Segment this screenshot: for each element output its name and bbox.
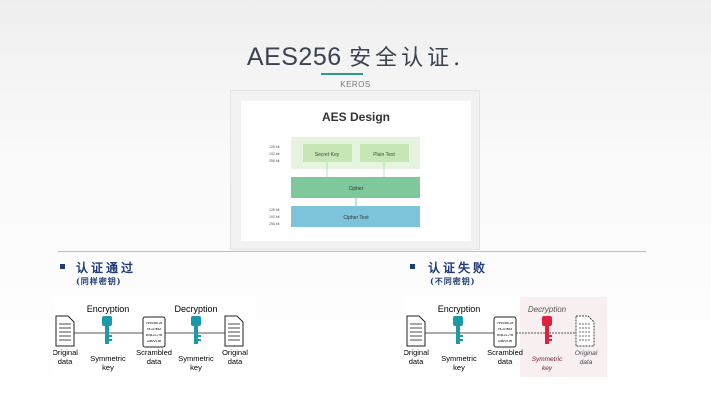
original-data-label-scribbled: data [580, 359, 593, 366]
cipher-text-box [291, 206, 420, 227]
key-icon [453, 316, 463, 344]
scrambled-line: A4B/V/L95 [147, 339, 162, 343]
original-data-label: Original [222, 348, 248, 357]
symmetric-key-label-scribbled: key [542, 365, 553, 372]
failure-subtitle: (不同密钥) [430, 276, 476, 286]
success-title: 认证通过 [76, 261, 137, 275]
encryption-label: Encryption [438, 304, 481, 314]
scrambled-data-label: data [498, 357, 513, 366]
scrambled-data-label: Scrambled [136, 348, 172, 357]
symmetric-key-label: Symmetric [178, 354, 214, 363]
document-icon-scribbled [575, 315, 595, 347]
key-icon [191, 316, 201, 344]
title-accent-line [321, 73, 363, 75]
secret-key-label: Secret Key [315, 152, 340, 158]
symmetric-key-label: Symmetric [90, 354, 126, 363]
secret-key-box [303, 144, 352, 162]
page-title: AES256 安全认证. [0, 40, 711, 72]
decryption-label: Decryption [174, 304, 217, 314]
scrambled-line: T8+A\/B4Z [498, 327, 513, 331]
original-data-label-scribbled: Original [575, 350, 598, 357]
bullet-icon [410, 264, 415, 269]
scrambled-line: R09L2L+YB [497, 333, 513, 337]
cipher-box [291, 177, 420, 198]
scrambled-data-icon [493, 316, 517, 348]
plain-text-label: Plain Text [373, 152, 395, 158]
page-subtitle: KEROS [340, 80, 371, 89]
aes-design-image: AES Design Secret Key Plain Text Cipher … [230, 90, 480, 250]
success-diagram: Original data Encryption Symmetric key Y… [52, 297, 256, 377]
symmetric-key-label: key [190, 363, 202, 372]
document-icon [406, 315, 426, 347]
key-size-128: 128 bit [269, 208, 280, 212]
original-data-label: data [409, 357, 424, 366]
wrong-key-icon [542, 316, 552, 344]
symmetric-key-label: Symmetric [441, 354, 477, 363]
plain-text-box [360, 144, 409, 162]
key-size-256: 256 bit [269, 159, 280, 163]
title-latin: AES256 [246, 43, 342, 71]
symmetric-key-label-scribbled: Symmetric [532, 356, 563, 363]
bullet-icon [60, 264, 65, 269]
original-data-label: Original [404, 348, 429, 357]
document-icon [224, 315, 244, 347]
scrambled-data-label: data [147, 357, 162, 366]
document-icon [55, 315, 75, 347]
key-size-192: 192 bit [269, 215, 280, 219]
symmetric-key-label: key [453, 363, 465, 372]
decryption-label-scribbled: Decryption [528, 305, 567, 314]
original-data-label: data [58, 357, 73, 366]
aes-design-title: AES Design [322, 110, 390, 124]
scrambled-data-icon [142, 316, 166, 348]
failure-diagram: Original data Encryption Symmetric key Y… [403, 297, 607, 377]
original-data-label: data [228, 357, 243, 366]
scrambled-line: YPRL5RL25 [146, 321, 163, 325]
failure-title: 认证失败 [428, 261, 489, 275]
cipher-label: Cipher [349, 186, 364, 192]
key-size-192: 192 bit [269, 152, 280, 156]
scrambled-line: YPRL5RL25 [497, 321, 514, 325]
section-divider [58, 251, 646, 252]
success-subtitle: (同样密钥) [76, 276, 122, 286]
scrambled-data-label: Scrambled [487, 348, 523, 357]
scrambled-line: R09L2L+YB [146, 333, 162, 337]
scrambled-line: T8+A\/B4Z [147, 327, 162, 331]
key-size-128: 128 bit [269, 145, 280, 149]
key-icon [102, 316, 112, 344]
title-cn: 安全认证. [349, 46, 465, 71]
encryption-label: Encryption [87, 304, 130, 314]
key-size-256: 256 bit [269, 222, 280, 226]
scrambled-line: A4B/V/L95 [498, 339, 513, 343]
original-data-label: Original [53, 348, 78, 357]
symmetric-key-label: key [102, 363, 114, 372]
cipher-text-label: Cipher Text [343, 215, 369, 221]
